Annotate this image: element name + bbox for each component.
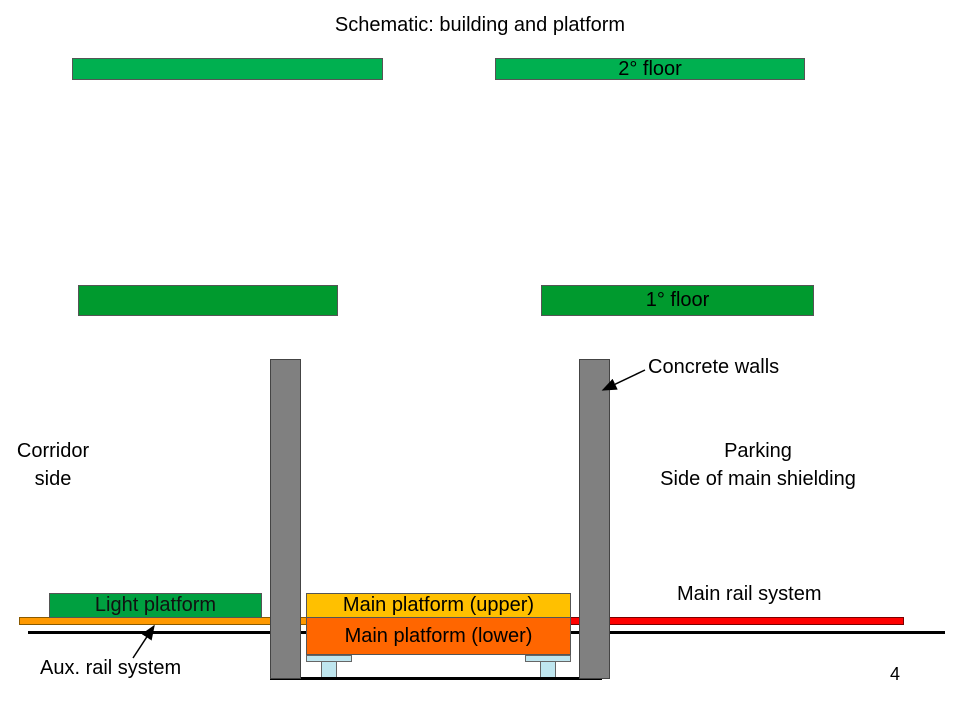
main-rail-system-label: Main rail system <box>677 583 822 605</box>
diagram-title: Schematic: building and platform <box>334 14 626 36</box>
main-platform-lower-label: Main platform (lower) <box>344 624 533 647</box>
first-floor-label: 1° floor <box>645 289 710 311</box>
main-platform-upper-label: Main platform (upper) <box>342 594 535 616</box>
first-floor-slab-left <box>78 285 338 316</box>
first-floor-slab-right: 1° floor <box>541 285 814 316</box>
corridor-side-line1: Corridor <box>16 440 90 462</box>
second-floor-slab-right: 2° floor <box>495 58 805 80</box>
pit-floor-line <box>270 677 602 680</box>
corridor-side-line2: side <box>34 468 72 490</box>
concrete-wall-right <box>579 359 610 679</box>
parking-side-line1: Parking <box>724 440 792 462</box>
second-floor-label: 2° floor <box>618 57 682 80</box>
concrete-walls-arrow <box>601 369 646 391</box>
main-platform-upper: Main platform (upper) <box>306 593 571 618</box>
page-number: 4 <box>890 664 901 684</box>
aux-rail-arrow <box>132 624 155 659</box>
parking-side-label: Parking Side of main shielding <box>620 437 896 493</box>
light-platform: Light platform <box>49 593 262 618</box>
aux-rail-system-label: Aux. rail system <box>40 657 182 679</box>
second-floor-slab-left <box>72 58 383 80</box>
corridor-side-label: Corridor side <box>0 437 106 493</box>
concrete-wall-left <box>270 359 301 679</box>
parking-side-line2: Side of main shielding <box>660 468 856 490</box>
light-platform-label: Light platform <box>94 594 217 616</box>
main-platform-lower: Main platform (lower) <box>306 617 571 655</box>
concrete-walls-label: Concrete walls <box>648 356 780 378</box>
